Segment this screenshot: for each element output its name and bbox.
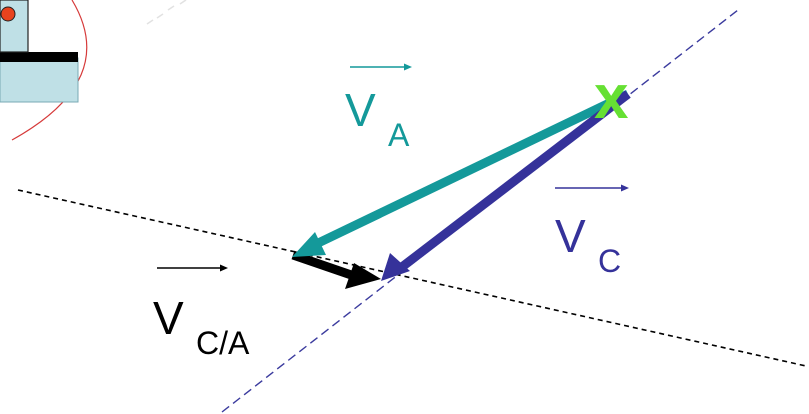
label-vca-overarrow-head bbox=[220, 264, 228, 272]
circle-boundary bbox=[11, 0, 88, 141]
faint-watermark bbox=[146, 0, 187, 25]
label-va: V A bbox=[345, 63, 412, 153]
point-marker: x bbox=[594, 63, 629, 132]
label-va-overarrow-head bbox=[404, 63, 412, 71]
thumbnail-box bbox=[0, 57, 79, 103]
label-va-main: V bbox=[345, 84, 376, 136]
label-vc: V C bbox=[555, 184, 629, 279]
vector-va-arrowhead bbox=[292, 232, 326, 257]
label-vca-main: V bbox=[153, 292, 184, 344]
label-vc-overarrow-head bbox=[621, 184, 629, 192]
label-vca-subscript: C/A bbox=[196, 325, 250, 361]
vector-vca-shaft bbox=[291, 250, 362, 283]
thumbnail-bar bbox=[0, 52, 78, 62]
thumbnail-figure bbox=[0, 0, 88, 141]
vector-vca-arrowhead bbox=[345, 263, 381, 289]
label-vca: V C/A bbox=[153, 264, 250, 361]
label-vc-subscript: C bbox=[598, 243, 621, 279]
thumbnail-knob bbox=[0, 6, 16, 22]
dashed-line-black bbox=[17, 189, 807, 367]
vector-va-shaft bbox=[310, 89, 630, 251]
label-vc-main: V bbox=[555, 210, 586, 262]
vector-vc-arrowhead bbox=[381, 253, 410, 281]
label-va-subscript: A bbox=[388, 117, 410, 153]
vector-vc-shaft bbox=[395, 90, 631, 274]
